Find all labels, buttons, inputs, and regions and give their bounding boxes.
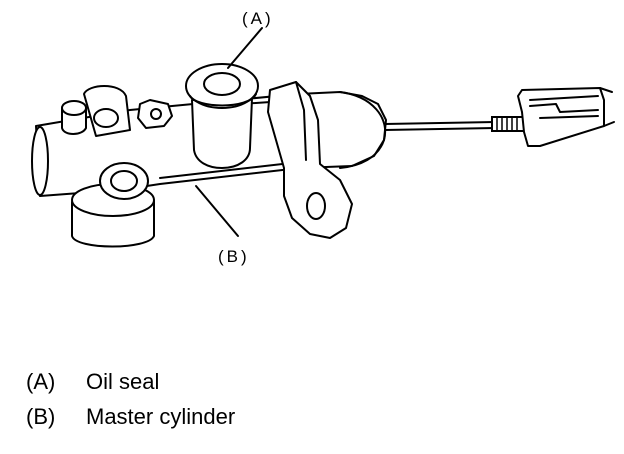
legend: (A) Oil seal (B) Master cylinder xyxy=(26,368,586,438)
legend-description: Oil seal xyxy=(86,369,160,394)
legend-key: (A) xyxy=(26,369,56,394)
legend-row-a: (A) Oil seal xyxy=(26,368,586,403)
legend-description: Master cylinder xyxy=(86,404,236,429)
push-rod xyxy=(384,116,525,132)
clevis-arm xyxy=(517,87,615,147)
legend-row-b: (B) Master cylinder xyxy=(26,403,586,438)
mounting-flange xyxy=(267,81,353,239)
oil-seal xyxy=(185,63,259,169)
master-cylinder-diagram: (A) (B) xyxy=(31,9,615,266)
leader-line-a xyxy=(227,27,263,69)
leader-line-b xyxy=(195,185,239,237)
legend-key: (B) xyxy=(26,404,56,429)
callout-b: (B) xyxy=(218,247,250,266)
outlet-boss xyxy=(71,162,155,248)
side-bracket xyxy=(137,99,173,129)
inlet-port xyxy=(61,85,131,137)
callout-a: (A) xyxy=(242,9,274,28)
